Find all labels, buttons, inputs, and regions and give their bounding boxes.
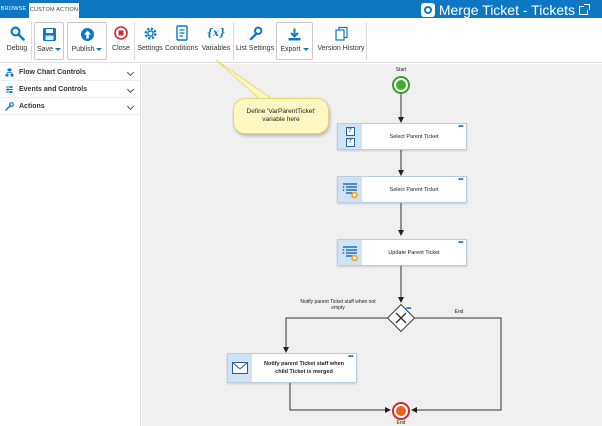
version-history-label: Version History [317,45,365,52]
more-options-icon[interactable]: ••• [406,306,411,312]
gear-icon [142,25,158,41]
start-circle-icon [396,80,406,90]
flow-node-select-parent-ticket-2[interactable]: Select Parent Ticket ••• [337,176,467,203]
ribbon-tab-strip: BROWSE CUSTOM ACTION Merge Ticket - Tick… [0,0,602,18]
callout-note: Define 'VarParentTicket' variable here [233,98,329,134]
ribbon-separator [233,22,234,60]
list-settings-button[interactable]: List Settings [236,22,274,60]
node-label: Update Parent Ticket [388,249,440,256]
list-update-icon [338,240,362,265]
sidebar-item-events-and-controls[interactable]: Events and Controls [0,81,140,98]
chevron-down-icon [54,47,61,51]
start-label: Start [395,67,407,73]
node-label: Select Parent Ticket [389,133,439,140]
publish-icon [79,26,95,42]
chevron-down-icon [126,102,135,111]
tab-custom-action[interactable]: CUSTOM ACTION [29,3,79,18]
sidebar-item-label: Actions [19,102,45,110]
close-icon [113,25,129,41]
more-options-icon[interactable]: ••• [458,177,463,183]
settings-label: Settings [137,45,163,52]
version-history-icon [333,25,349,41]
condition-x-icon [395,312,407,324]
debug-label: Debug [6,45,28,52]
sidebar-item-flow-chart-controls[interactable]: Flow Chart Controls [0,64,140,81]
chevron-down-icon [126,68,135,77]
question-icon: ? ? [338,124,362,149]
start-node[interactable] [392,76,410,94]
flow-node-update-parent-ticket[interactable]: Update Parent Ticket ••• [337,239,467,266]
more-options-icon[interactable]: ••• [458,240,463,246]
list-settings-label: List Settings [235,45,275,52]
publish-button[interactable]: Publish [67,22,107,60]
flow-node-notify-parent-ticket-staff[interactable]: Notify parent Ticket staff when child Ti… [227,353,357,383]
flow-node-select-parent-ticket[interactable]: ? ? Select Parent Ticket ••• [337,123,467,150]
toolbox-panel: Flow Chart Controls Events and Controls … [0,64,141,426]
variables-icon: {x} [206,27,226,39]
flowchart-icon [5,68,14,77]
node-label: Notify parent Ticket staff when child Ti… [264,361,344,375]
close-label: Close [112,45,130,52]
app-logo-icon [420,3,435,17]
chevron-down-icon [126,85,135,94]
page-title: Merge Ticket - Tickets [438,2,575,18]
ribbon-separator [134,22,135,60]
variables-button[interactable]: {x} Variables [201,22,231,60]
more-options-icon[interactable]: ••• [458,124,463,130]
chevron-down-icon [96,47,103,51]
export-button[interactable]: Export [276,22,313,60]
ribbon-separator [31,22,32,60]
save-label: Save [37,46,53,53]
sidebar-item-actions[interactable]: Actions [0,98,140,115]
events-icon [5,85,14,94]
end-circle-icon [396,406,406,416]
debug-icon [9,25,25,41]
condition-label: Notify parent Ticket staff when not empt… [300,299,376,311]
actions-icon [5,101,14,111]
conditions-icon [174,25,190,41]
debug-button[interactable]: Debug [4,22,30,60]
ribbon-separator [366,22,367,60]
end-node[interactable] [392,402,410,420]
open-external-icon[interactable] [579,3,590,15]
export-label: Export [280,46,301,53]
chevron-down-icon [302,47,309,51]
sidebar-item-label: Flow Chart Controls [19,68,86,76]
ribbon-toolbar: Debug Save Publish Close Settings Condit… [0,18,602,63]
save-icon [41,26,57,42]
email-icon [228,354,252,382]
publish-label: Publish [71,46,95,53]
conditions-button[interactable]: Conditions [165,22,198,60]
branch-end-label: End [454,309,464,315]
more-options-icon[interactable]: ••• [348,354,353,360]
version-history-button[interactable]: Version History [317,22,365,60]
tab-browse[interactable]: BROWSE [0,6,27,12]
conditions-label: Conditions [164,45,199,52]
list-select-icon [338,177,362,202]
app-title-bar: Merge Ticket - Tickets [420,0,602,20]
variables-label: Variables [201,45,231,52]
end-label: End [396,420,406,426]
download-icon [287,26,303,42]
settings-button[interactable]: Settings [137,22,163,60]
node-label: Select Parent Ticket [389,186,439,193]
sidebar-item-label: Events and Controls [19,85,88,93]
close-button[interactable]: Close [110,22,132,60]
save-button[interactable]: Save [34,22,64,60]
wrench-icon [247,25,263,41]
